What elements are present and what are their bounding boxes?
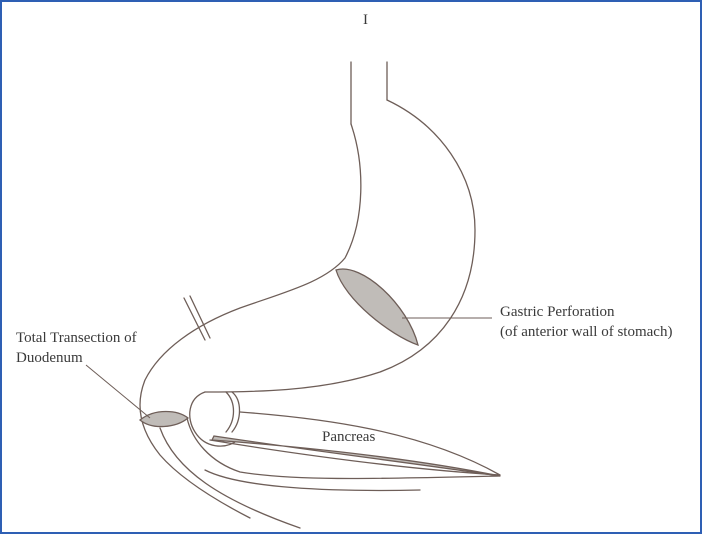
gastric-perforation-sublabel: (of anterior wall of stomach) xyxy=(500,322,672,342)
bile-duct xyxy=(184,296,210,340)
pancreas-label: Pancreas xyxy=(322,427,375,447)
duodenum-transection-lesion xyxy=(140,412,188,427)
top-marker-label: I xyxy=(363,10,368,30)
duodenal-loop-outer xyxy=(205,470,420,490)
total-transection-sublabel: Duodenum xyxy=(16,348,83,368)
stomach-lesser-curvature xyxy=(140,124,361,518)
pancreatic-duct-hook xyxy=(226,392,240,432)
gastric-perforation-label: Gastric Perforation xyxy=(500,302,615,322)
total-transection-leader xyxy=(86,365,150,418)
stomach-greater-curvature xyxy=(205,100,475,392)
total-transection-label: Total Transection of xyxy=(16,328,137,348)
gastric-perforation-lesion xyxy=(336,269,418,345)
